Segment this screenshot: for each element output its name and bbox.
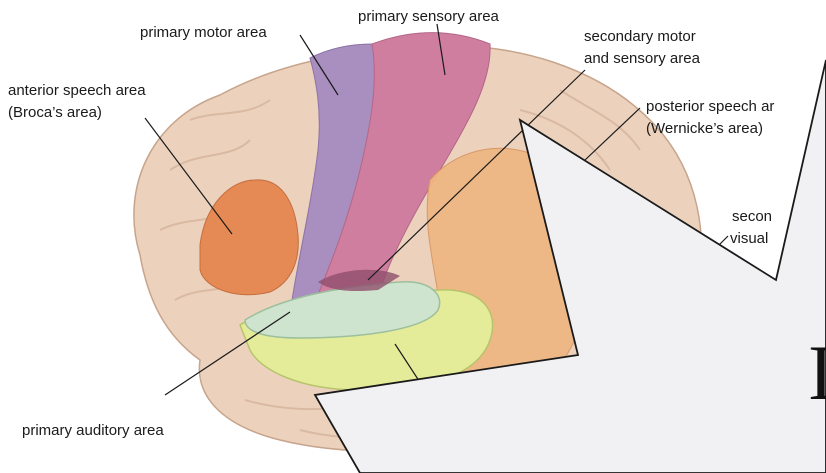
label-posterior-speech-line2: (Wernicke’s area): [646, 118, 763, 139]
label-anterior-speech-line2: (Broca’s area): [8, 102, 102, 123]
label-primary-sensory: primary sensory area: [358, 6, 499, 27]
label-secondary-visual-line2: visual: [730, 228, 768, 249]
label-secondary-visual-line1: secon: [732, 206, 772, 227]
label-primary-auditory: primary auditory area: [22, 420, 164, 441]
label-anterior-speech-line1: anterior speech area: [8, 80, 146, 101]
overlay-letter: I: [808, 334, 826, 412]
label-secondary-motor-line2: and sensory area: [584, 48, 700, 69]
label-posterior-speech-line1: posterior speech ar: [646, 96, 774, 117]
label-secondary-motor-line1: secondary motor: [584, 26, 696, 47]
label-primary-motor: primary motor area: [140, 22, 267, 43]
